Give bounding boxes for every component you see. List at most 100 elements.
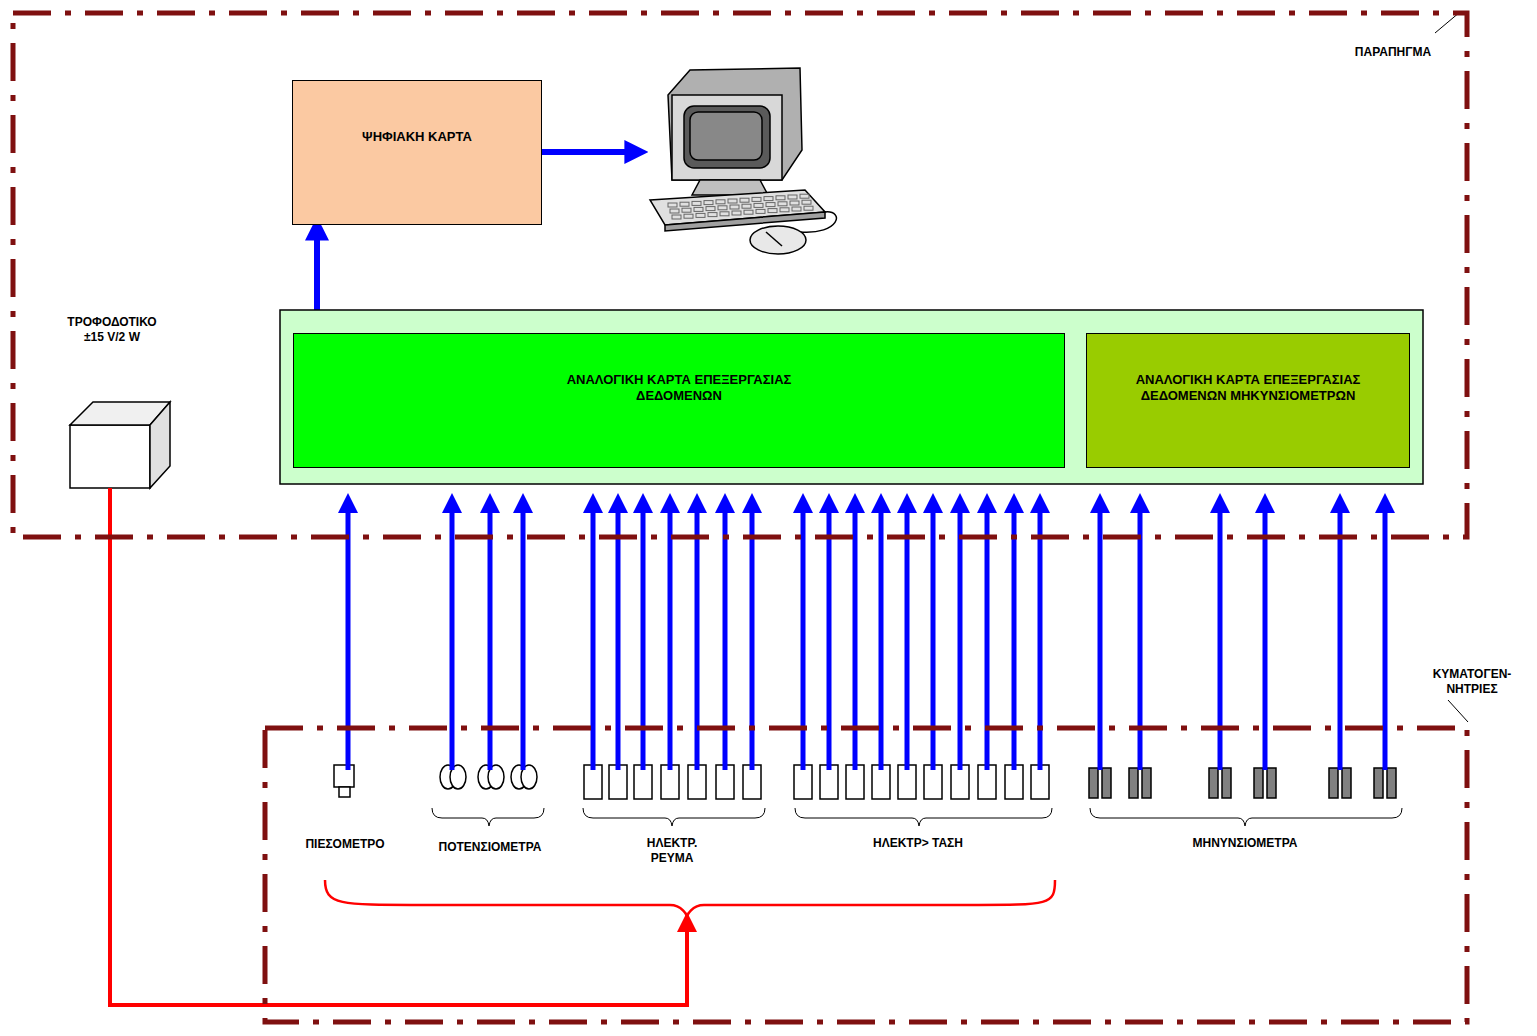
strain-gauge-symbol — [1374, 768, 1383, 798]
key — [800, 194, 809, 198]
sensor-box — [951, 765, 969, 799]
piezometer-symbol — [334, 765, 354, 797]
sensor-box — [794, 765, 812, 799]
key — [704, 201, 713, 205]
signal-arrow — [1263, 500, 1268, 770]
strain-card: ΑΝΑΛΟΓΙΚΗ ΚΑΡΤΑ ΕΠΕΞΕΡΓΑΣΙΑΣ ΔΕΔΟΜΕΝΩΝ Μ… — [1086, 333, 1410, 468]
sensor-box — [609, 765, 627, 799]
strain-gauge-symbol — [1387, 768, 1396, 798]
key — [732, 211, 741, 215]
key — [804, 206, 813, 210]
key — [668, 203, 677, 207]
power-supply-cube — [70, 402, 170, 488]
strain-gauge-symbol — [1267, 768, 1276, 798]
strain-gauge-symbol — [1329, 768, 1338, 798]
region-label: ΚΥΜΑΤΟΓΕΝ- ΝΗΤΡΙΕΣ — [1422, 667, 1522, 697]
key — [680, 202, 689, 206]
strain-gauge-symbol — [1222, 768, 1231, 798]
key — [716, 200, 725, 204]
sensor-box — [924, 765, 942, 799]
card-label: ΨΗΦΙΑΚΗ ΚΑΡΤΑ — [357, 129, 477, 145]
dash-dot-border — [13, 13, 1467, 537]
site-region: ΠΑΡΑΠΗΓΜΑ ΨΗΦΙΑΚΗ ΚΑΡΤΑ ΑΝΑΛΟΓΙΚΗ ΚΑΡΤΑ ΕΠ… — [10, 10, 1470, 540]
key — [756, 209, 765, 213]
sensor-box — [898, 765, 916, 799]
key — [706, 207, 715, 211]
strain-gauge-symbol — [1254, 768, 1263, 798]
dash-dot-border — [265, 728, 1467, 1022]
sensor-box — [1005, 765, 1023, 799]
sensor-box — [584, 765, 602, 799]
digital-card: ΨΗΦΙΑΚΗ ΚΑΡΤΑ — [292, 80, 542, 225]
key — [696, 213, 705, 217]
key — [670, 209, 679, 213]
key — [730, 205, 739, 209]
strain-gauge-symbol — [1089, 768, 1098, 798]
card-label: ΑΝΑΛΟΓΙΚΗ ΚΑΡΤΑ ΕΠΕΞΕΡΓΑΣΙΑΣ ΔΕΔΟΜΕΝΩΝ — [529, 372, 829, 404]
data-arrow — [542, 149, 640, 155]
key — [708, 213, 717, 217]
signal-arrow — [958, 500, 963, 770]
supply-brace — [325, 880, 1055, 918]
key — [740, 198, 749, 202]
sensor-group-label: ΜΗΝΥΝΣΙΟΜΕΤΡΑ — [1175, 836, 1315, 851]
key — [792, 207, 801, 211]
key — [776, 196, 785, 200]
strain-gauge-symbol — [1342, 768, 1351, 798]
strain-gauge-symbol — [1102, 768, 1111, 798]
key — [752, 197, 761, 201]
leader-line — [1448, 700, 1468, 722]
sensor-box — [820, 765, 838, 799]
key — [802, 200, 811, 204]
card-label: ΑΝΑΛΟΓΙΚΗ ΚΑΡΤΑ ΕΠΕΞΕΡΓΑΣΙΑΣ ΔΕΔΟΜΕΝΩΝ Μ… — [1133, 372, 1363, 404]
sensor-box — [661, 765, 679, 799]
sensor-box — [978, 765, 996, 799]
key — [788, 195, 797, 199]
signal-arrow — [1383, 500, 1388, 770]
sensor-box — [716, 765, 734, 799]
signal-arrow — [521, 500, 526, 770]
key — [728, 199, 737, 203]
power-supply-label: ΤΡΟΦΟΔΟΤΙΚΟ ±15 V/2 W — [57, 315, 167, 345]
key — [684, 214, 693, 218]
signal-arrow — [879, 500, 884, 770]
sensor-group-label: ΠΟΤΕΝΣΙΟΜΕΤΡΑ — [425, 840, 555, 855]
signal-arrow — [450, 500, 455, 770]
key — [720, 212, 729, 216]
signal-arrow — [1098, 500, 1103, 770]
key — [682, 208, 691, 212]
signal-arrow — [668, 500, 673, 770]
key — [768, 209, 777, 213]
key — [742, 204, 751, 208]
key — [692, 201, 701, 205]
key — [718, 206, 727, 210]
sensor-box — [1031, 765, 1049, 799]
signal-arrow — [1338, 500, 1343, 770]
signal-arrow — [616, 500, 621, 770]
sensor-group-label: ΗΛΕΚΤΡ> ΤΑΣΗ — [848, 836, 988, 851]
sensor-box — [688, 765, 706, 799]
region-outline — [262, 725, 1470, 1025]
sensor-box — [872, 765, 890, 799]
key — [754, 203, 763, 207]
signal-arrow — [905, 500, 910, 770]
site-region: ΚΥΜΑΤΟΓΕΝ- ΝΗΤΡΙΕΣ — [262, 725, 1470, 1025]
region-label: ΠΑΡΑΠΗΓΜΑ — [1338, 45, 1448, 60]
key — [744, 210, 753, 214]
key — [766, 203, 775, 207]
sensor-group-label: ΗΛΕΚΤΡ. ΡΕΥΜΑ — [632, 836, 712, 866]
strain-gauge-symbol — [1142, 768, 1151, 798]
computer-icon — [650, 68, 836, 254]
signal-arrow — [591, 500, 596, 770]
key — [672, 215, 681, 219]
key — [694, 207, 703, 211]
sensor-group-label: ΠΙΕΣΟΜΕΤΡΟ — [290, 837, 400, 852]
signal-arrow — [827, 500, 832, 770]
sensor-box — [743, 765, 761, 799]
group-brace — [432, 808, 1402, 826]
strain-gauge-symbol — [1209, 768, 1218, 798]
key — [778, 202, 787, 206]
key — [764, 197, 773, 201]
key — [790, 201, 799, 205]
analog-card: ΑΝΑΛΟΓΙΚΗ ΚΑΡΤΑ ΕΠΕΞΕΡΓΑΣΙΑΣ ΔΕΔΟΜΕΝΩΝ — [293, 333, 1065, 468]
